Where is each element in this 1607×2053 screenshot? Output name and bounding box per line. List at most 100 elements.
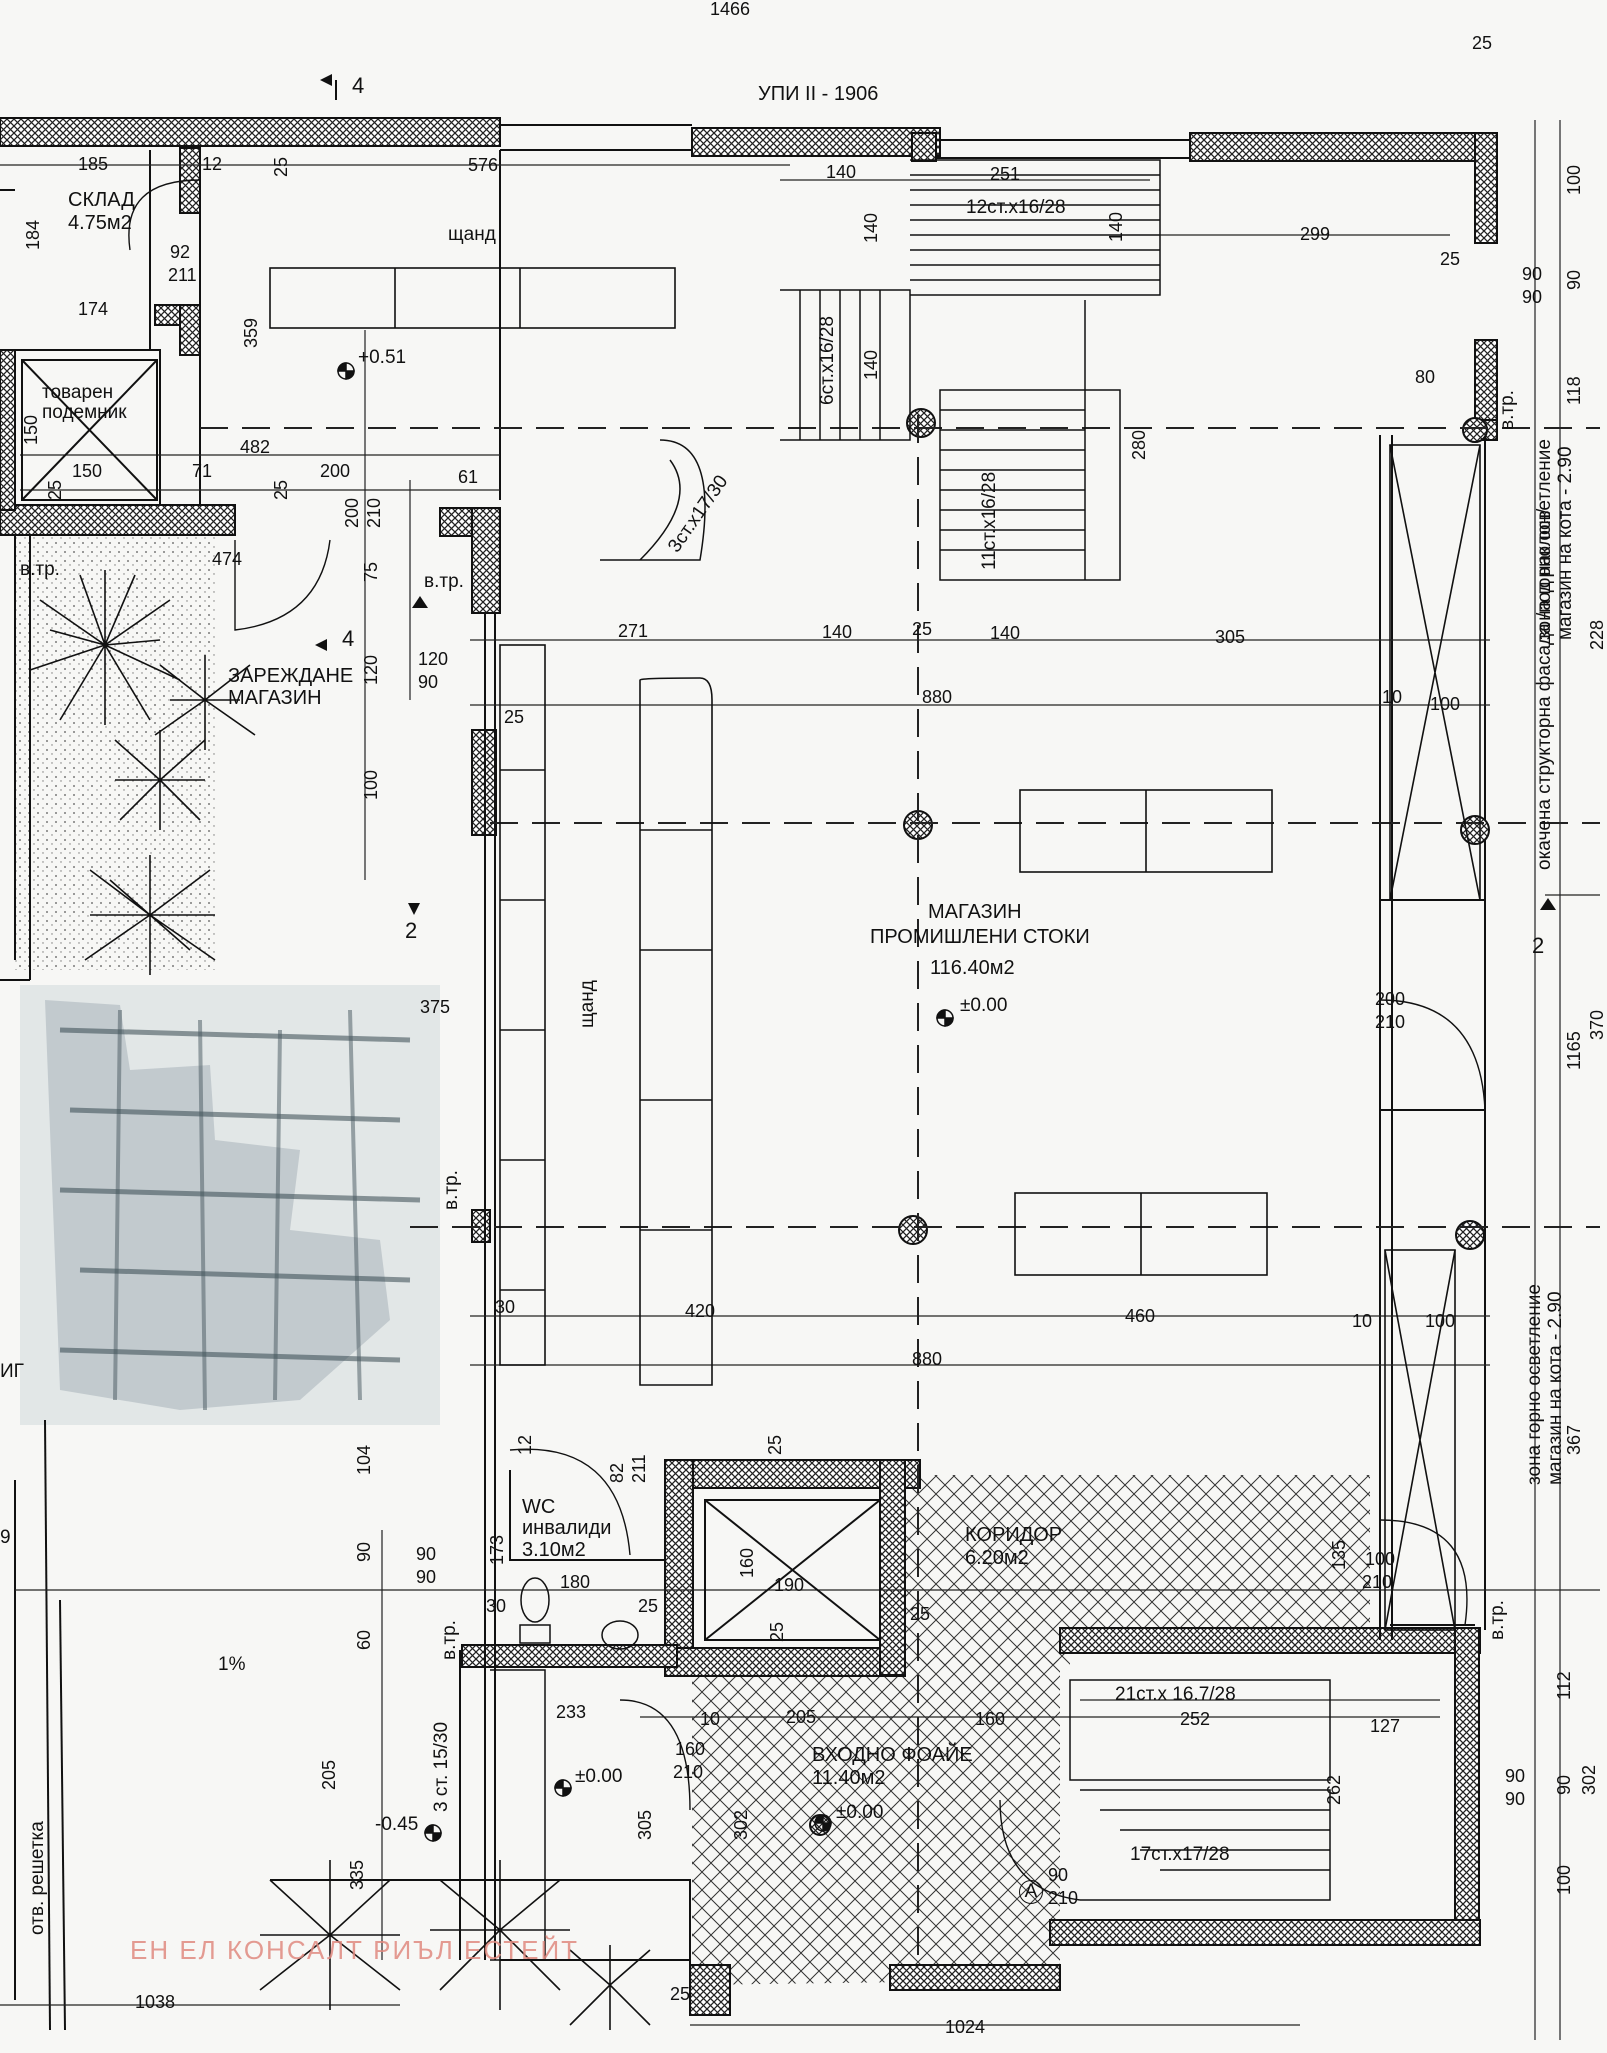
dim: 160 xyxy=(675,1739,706,1759)
dim: 120 xyxy=(418,649,449,669)
dim: 90 xyxy=(354,1541,374,1562)
section-2-left: 2 xyxy=(405,918,418,943)
dim: 180 xyxy=(560,1572,591,1592)
dimension-lines xyxy=(0,120,1600,2040)
dim: 92 xyxy=(170,242,191,262)
dim: 474 xyxy=(212,549,243,569)
shelves xyxy=(269,267,1481,1631)
dim: 251 xyxy=(990,164,1021,184)
watermark: ЕН ЕЛ КОНСАЛТ РИЪЛ ЕСТЕЙТ xyxy=(130,1935,580,1965)
stairs-bottom-label: 17ст.х17/28 xyxy=(1130,1844,1230,1865)
dim: 60 xyxy=(354,1629,374,1650)
corridor-floor-hatch xyxy=(905,1475,1370,1631)
dim: 252 xyxy=(1180,1709,1211,1729)
dim: 211 xyxy=(168,265,197,285)
stand-label-side: щанд xyxy=(577,980,598,1028)
section-markers xyxy=(315,74,1556,915)
dim: 576 xyxy=(468,155,499,175)
section-4-top: 4 xyxy=(352,73,365,98)
dim: 302 xyxy=(731,1809,751,1840)
dim: 25 xyxy=(912,619,933,639)
dim: 367 xyxy=(1564,1424,1584,1455)
room-wc-area: 3.10м2 xyxy=(522,1539,586,1561)
dim: 90 xyxy=(1564,269,1584,290)
dim: 140 xyxy=(1106,211,1126,242)
dim: 140 xyxy=(861,212,881,243)
dim: 25 xyxy=(767,1621,787,1642)
slope-label: 1% xyxy=(218,1654,246,1675)
axis-lines xyxy=(200,415,1600,1960)
vtr-label-5: в.тр. xyxy=(1487,1600,1508,1640)
dim: 460 xyxy=(1125,1306,1156,1326)
dim: 233 xyxy=(556,1702,587,1722)
dim: 184 xyxy=(23,219,43,250)
section-4-mid: 4 xyxy=(342,626,355,651)
dim: 25 xyxy=(1440,249,1461,269)
room-foyer-area: 11.40м2 xyxy=(812,1767,886,1789)
grate-label: отв. решетка xyxy=(27,1821,48,1935)
dim: 1038 xyxy=(135,1992,176,2012)
dim: 100 xyxy=(1554,1864,1574,1895)
level-markers xyxy=(337,362,954,1842)
dim: 140 xyxy=(826,162,857,182)
dim: 25 xyxy=(670,1984,691,2004)
trees xyxy=(29,570,651,2030)
dim: 228 xyxy=(1587,619,1607,650)
dim: 25 xyxy=(638,1596,659,1616)
dim-top-total: 1466 xyxy=(710,0,751,19)
plot-label: УПИ II - 1906 xyxy=(758,83,879,105)
foyer-floor-hatch-2 xyxy=(905,1630,1070,1665)
dim: 305 xyxy=(1215,627,1246,647)
loading-yard xyxy=(12,535,217,970)
dim: 335 xyxy=(347,1859,367,1890)
dim: 185 xyxy=(78,154,109,174)
room-corridor-name: КОРИДОР xyxy=(965,1524,1063,1546)
section-2-right: 2 xyxy=(1532,933,1545,958)
dim: 210 xyxy=(1362,1572,1393,1592)
dim: 71 xyxy=(192,461,213,481)
dim: 173 xyxy=(487,1534,507,1565)
room-corridor-area: 6.20м2 xyxy=(965,1547,1029,1569)
room-loading-name: ЗАРЕЖДАНЕ МАГАЗИН xyxy=(228,665,354,709)
dim: 160 xyxy=(737,1547,757,1578)
dim: 90 xyxy=(418,672,439,692)
dim: 150 xyxy=(21,414,41,445)
dim: 420 xyxy=(685,1301,716,1321)
dim: 61 xyxy=(458,467,479,487)
dim: 205 xyxy=(319,1759,339,1790)
dim: 90 xyxy=(1048,1865,1069,1885)
dim: 25 xyxy=(271,156,291,177)
blurred-area xyxy=(20,985,440,1425)
dim: 302 xyxy=(1579,1764,1599,1795)
dim: 880 xyxy=(922,687,953,707)
dim: 280 xyxy=(1129,429,1149,460)
dim: 104 xyxy=(354,1444,374,1475)
dim: 10 xyxy=(700,1709,721,1729)
elevators xyxy=(21,359,881,1641)
frag-left-1: ИГ xyxy=(0,1361,24,1382)
dim: 370 xyxy=(1587,1009,1607,1040)
stairs-top-label: 12ст.х16/28 xyxy=(966,197,1066,218)
dim: 25 xyxy=(271,479,291,500)
dim: 190 xyxy=(774,1575,805,1595)
vtr-label-4: в.тр. xyxy=(441,1170,462,1210)
dim: 375 xyxy=(420,997,451,1017)
dim: 82 xyxy=(607,1462,627,1483)
dim: 90 xyxy=(1505,1766,1526,1786)
dim: 205 xyxy=(786,1707,817,1727)
dim: 140 xyxy=(822,622,853,642)
dim: 211 xyxy=(629,1454,649,1483)
vtr-label-1: в.тр. xyxy=(20,559,60,580)
wc-fixtures xyxy=(519,1577,639,1650)
dim: 25 xyxy=(504,707,525,727)
dim: 200 xyxy=(342,497,362,528)
dim: 200 xyxy=(320,461,351,481)
dim: 100 xyxy=(1564,164,1584,195)
dim: 1165 xyxy=(1564,1031,1584,1070)
room-wc-subname: инвалиди xyxy=(522,1517,612,1539)
dim: 118 xyxy=(1564,376,1584,405)
dim: 25 xyxy=(765,1434,785,1455)
dim: 140 xyxy=(861,349,881,380)
dim: 120 xyxy=(361,654,381,685)
